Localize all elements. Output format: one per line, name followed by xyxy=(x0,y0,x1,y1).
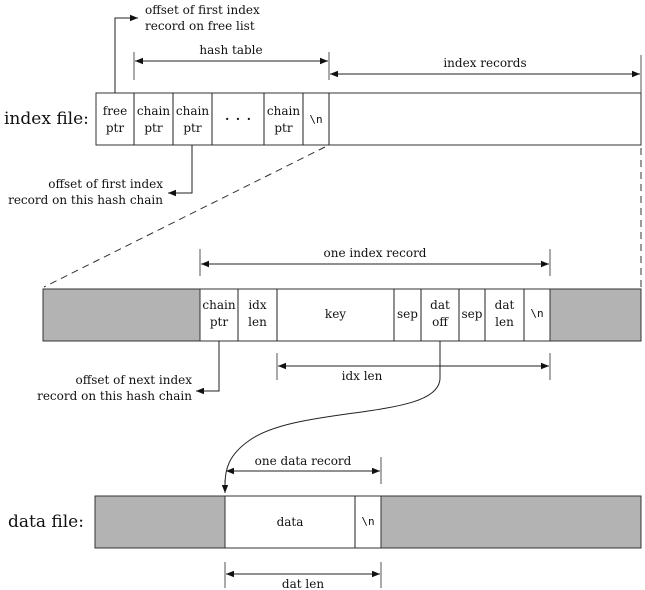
cell-text: ptr xyxy=(106,121,125,135)
field-text: key xyxy=(325,307,346,321)
field-idx-len: idx len xyxy=(248,298,267,329)
cell-ellipsis: · · · xyxy=(224,110,251,130)
field-text: chain xyxy=(202,298,235,312)
field-sep: sep xyxy=(397,307,418,321)
cell-chain-ptr: chain ptr xyxy=(267,104,300,135)
index-file-label: index file: xyxy=(4,109,89,129)
zoom-projection-left xyxy=(43,146,326,288)
cell-chain-ptr: chain ptr xyxy=(176,104,209,135)
index-file-bar xyxy=(95,92,642,146)
dat-len-label: dat len xyxy=(282,577,324,590)
free-list-annotation: offset of first index xyxy=(145,3,260,17)
one-data-record-label: one data record xyxy=(255,454,352,468)
cell-text: chain xyxy=(267,104,300,118)
cell-free-ptr: free ptr xyxy=(103,104,127,135)
field-text: dat xyxy=(430,298,450,312)
hash-table-label: hash table xyxy=(199,43,262,57)
free-list-annotation: record on free list xyxy=(145,19,255,33)
index-record-body xyxy=(199,288,551,342)
cell-text: free xyxy=(103,104,127,118)
field-dat-off: dat off xyxy=(430,298,450,329)
hash-chain-connector xyxy=(182,145,193,194)
field-text: off xyxy=(432,315,449,329)
cell-text: ptr xyxy=(144,121,163,135)
field-text: idx xyxy=(248,298,267,312)
one-index-record-label: one index record xyxy=(323,246,426,260)
cell-chain-ptr: chain ptr xyxy=(137,104,170,135)
hash-chain-annotation: offset of first index xyxy=(48,177,163,191)
field-text: sep xyxy=(462,307,483,321)
free-list-connector xyxy=(114,17,128,93)
field-chain-ptr: chain ptr xyxy=(202,298,235,329)
data-offset-curve xyxy=(224,341,441,486)
next-index-connector xyxy=(210,341,220,392)
field-text: dat xyxy=(495,298,515,312)
index-file-group: index file: free ptr chain ptr chain ptr… xyxy=(4,3,642,207)
field-dat-len: dat len xyxy=(495,298,515,329)
next-index-annotation: record on this hash chain xyxy=(37,389,192,403)
field-text: ptr xyxy=(210,315,229,329)
field-text: sep xyxy=(397,307,418,321)
field-newline: \n xyxy=(530,307,543,320)
ellipsis-text: · · · xyxy=(224,110,251,130)
field-text: len xyxy=(248,315,267,329)
cell-text: chain xyxy=(176,104,209,118)
hash-chain-annotation: record on this hash chain xyxy=(8,193,163,207)
cell-text: ptr xyxy=(183,121,202,135)
field-text: \n xyxy=(530,307,543,320)
cell-text: \n xyxy=(309,113,322,126)
data-field-text: data xyxy=(277,515,304,529)
data-file-group: data file: data \n one data record dat l… xyxy=(8,454,642,590)
field-text: len xyxy=(495,315,514,329)
index-records-label: index records xyxy=(443,56,526,70)
field-key: key xyxy=(325,307,346,321)
field-sep: sep xyxy=(462,307,483,321)
cell-text: chain xyxy=(137,104,170,118)
index-record-group: chain ptr idx len key sep dat off sep da… xyxy=(37,246,642,493)
newline-field-text: \n xyxy=(361,515,374,528)
cell-newline: \n xyxy=(309,113,322,126)
idx-len-label: idx len xyxy=(342,369,383,383)
data-file-label: data file: xyxy=(8,512,84,532)
next-index-annotation: offset of next index xyxy=(76,373,193,387)
cell-text: ptr xyxy=(274,121,293,135)
